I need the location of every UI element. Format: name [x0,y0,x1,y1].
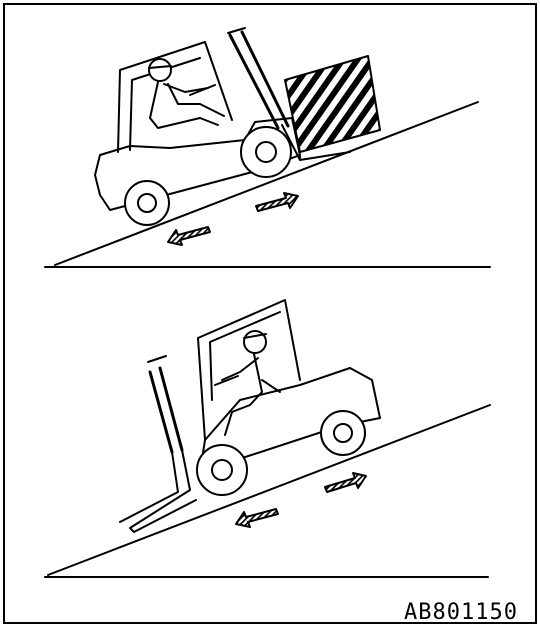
top-panel [44,27,491,268]
operator-icon [148,58,225,129]
load-crate-icon [284,55,381,153]
direction-arrow-icon [324,472,367,493]
direction-arrow-icon [167,226,211,246]
figure-code-label: AB801150 [404,600,518,625]
direction-arrow-icon [255,192,299,212]
bottom-panel [44,299,491,578]
forklift-icon [94,27,351,226]
operator-icon [221,330,281,436]
forklift-icon [119,299,381,533]
direction-arrow-icon [235,508,279,528]
slope-line [54,101,479,266]
slope-line [47,404,491,576]
figure-border [3,3,537,624]
